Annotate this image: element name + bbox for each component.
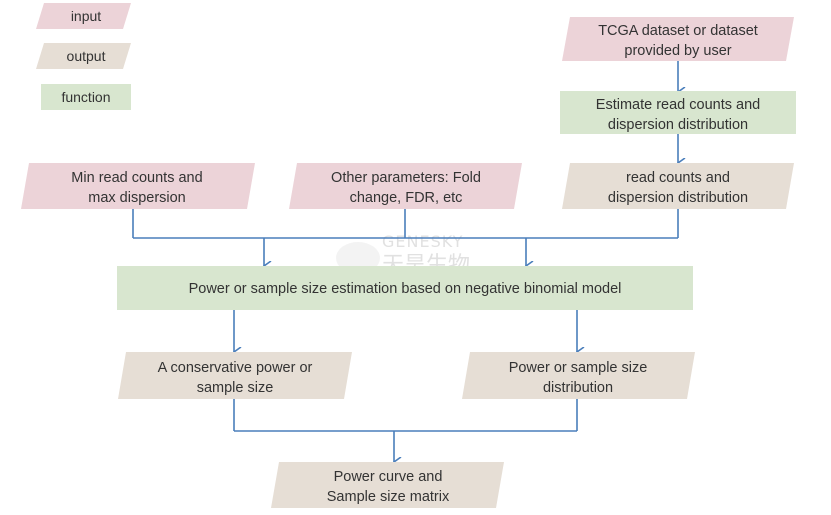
node-other-params-shape xyxy=(289,163,522,209)
node-read-counts-dist: read counts and dispersion distribution xyxy=(562,163,794,209)
node-power-curve-shape xyxy=(271,462,504,508)
node-min-read-counts: Min read counts and max dispersion xyxy=(21,163,255,209)
legend-output-label: output xyxy=(67,48,106,64)
node-estimate-counts-line-2: dispersion distribution xyxy=(608,117,748,133)
node-tcga-dataset-line-2: provided by user xyxy=(624,43,731,59)
node-other-params-line-2: change, FDR, etc xyxy=(350,190,463,206)
node-conservative-power: A conservative power or sample size xyxy=(118,352,352,399)
node-tcga-dataset-line-1: TCGA dataset or dataset xyxy=(598,23,758,39)
node-power-curve-line-1: Power curve and xyxy=(334,469,443,485)
node-conservative-power-line-2: sample size xyxy=(197,380,274,396)
legend-function-swatch xyxy=(41,84,131,110)
node-read-counts-dist-line-2: dispersion distribution xyxy=(608,190,748,206)
watermark-latin: GENESKY xyxy=(382,232,463,251)
legend-input-label: input xyxy=(71,8,101,24)
node-other-params-line-1: Other parameters: Fold xyxy=(331,170,481,186)
connectors xyxy=(132,61,678,462)
legend-function-label: function xyxy=(61,89,110,105)
node-tcga-dataset-shape xyxy=(562,17,794,61)
node-estimate-counts-line-1: Estimate read counts and xyxy=(596,97,760,113)
node-min-read-counts-shape xyxy=(21,163,255,209)
node-read-counts-dist-line-1: read counts and xyxy=(626,170,730,186)
node-power-estimation: Power or sample size estimation based on… xyxy=(117,266,693,310)
node-power-curve: Power curve and Sample size matrix xyxy=(271,462,504,508)
node-tcga-dataset: TCGA dataset or dataset provided by user xyxy=(562,17,794,61)
legend-output-swatch xyxy=(36,43,131,69)
node-power-estimation-shape xyxy=(117,266,693,310)
node-estimate-counts-shape xyxy=(560,91,796,134)
node-min-read-counts-line-1: Min read counts and xyxy=(71,170,202,186)
node-other-params: Other parameters: Fold change, FDR, etc xyxy=(289,163,522,209)
node-min-read-counts-line-2: max dispersion xyxy=(88,190,186,206)
node-conservative-power-line-1: A conservative power or xyxy=(158,360,313,376)
node-power-distribution-shape xyxy=(462,352,695,399)
node-power-distribution-line-2: distribution xyxy=(543,380,613,396)
legend: input output function xyxy=(36,3,131,110)
node-power-distribution: Power or sample size distribution xyxy=(462,352,695,399)
node-power-curve-line-2: Sample size matrix xyxy=(327,489,450,505)
legend-input-swatch xyxy=(36,3,131,29)
node-read-counts-dist-shape xyxy=(562,163,794,209)
node-power-estimation-line-1: Power or sample size estimation based on… xyxy=(189,281,622,297)
node-conservative-power-shape xyxy=(118,352,352,399)
node-power-distribution-line-1: Power or sample size xyxy=(509,360,648,376)
node-estimate-counts: Estimate read counts and dispersion dist… xyxy=(560,91,796,134)
